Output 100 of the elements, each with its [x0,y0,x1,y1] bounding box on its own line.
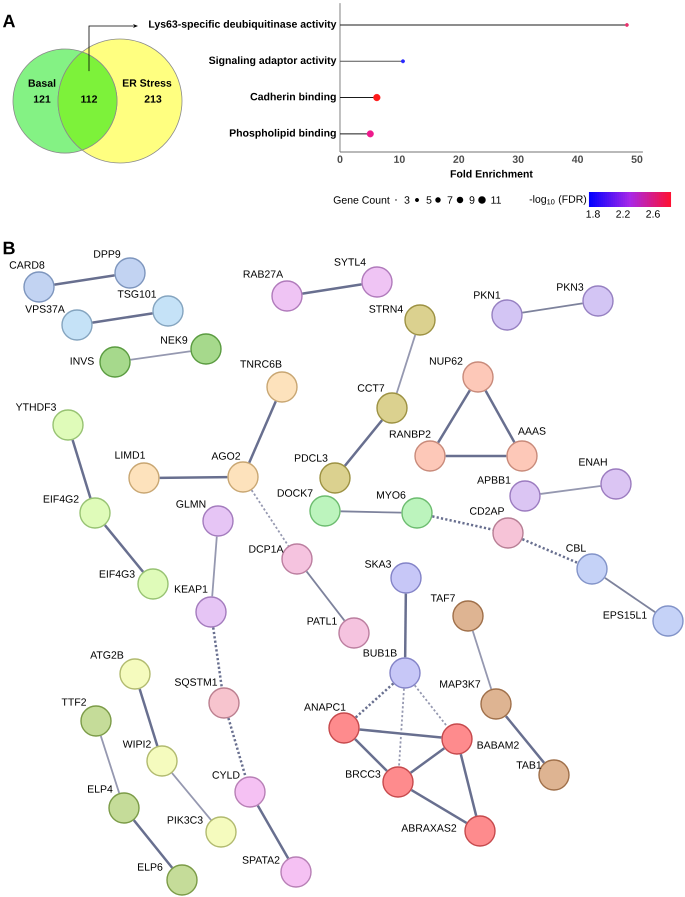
connector [522,538,578,564]
connector [306,570,346,622]
node-label: NUP62 [430,357,462,365]
node-label: ANAPC1 [304,703,346,711]
connector [104,524,144,573]
legend-label: 7 [448,196,452,204]
connector [138,688,159,746]
connector [414,684,448,728]
scale-tick-label: 2.6 [646,210,660,218]
panel-letter: B [4,242,15,254]
count-label: 121 [34,95,50,103]
node-label: PKN3 [557,283,584,291]
node-label: TTF2 [62,698,86,706]
node-label: ENAH [579,458,607,466]
connector [227,718,247,778]
node-label: MAP3K7 [440,680,480,688]
node-label: ATG2B [90,651,124,659]
node-label: RANBP2 [390,430,430,438]
node-label: TAF7 [430,594,455,602]
node-label: LIMD1 [115,451,145,459]
node-label: RAB27A [244,270,284,278]
node-label: SQSTM1 [174,678,218,688]
connector [437,390,471,444]
node-label: MYO6 [376,491,406,499]
node-label: YTHDF3 [16,403,56,411]
connector [522,302,583,314]
x-tick-label: 20 [453,156,464,163]
node-label: TSG101 [118,290,156,298]
node-label: SKA3 [365,560,391,568]
legend-label: 3 [404,196,410,204]
connector [212,627,224,688]
y-tick-label: Lys63-specific deubiquitinase activity [149,20,336,30]
connector [92,312,153,324]
scale-tick-label: 1.8 [586,210,600,218]
node-label: CD2AP [470,507,504,515]
node-label: SYTL4 [334,258,366,266]
connector [460,754,478,816]
x-tick-label: 30 [512,156,524,163]
node-label: CCT7 [358,384,384,392]
node-label: TAB1 [516,761,542,769]
node-label: INVS [70,357,94,365]
connector [410,747,446,774]
scale-tick-label: 2.2 [616,210,630,218]
x-tick-label: 10 [394,156,405,163]
node-label: ELP4 [88,785,113,793]
node-label: BABAM2 [478,741,519,749]
connector [100,736,120,794]
connector [446,454,506,458]
node-label: AAAS [518,427,546,435]
set-label: ER Stress [122,79,172,87]
legend-label: 11 [491,196,501,204]
x-axis-title: Fold Enrichment [450,170,533,178]
legend-label: 9 [470,196,474,204]
set-label: Basal [28,79,56,87]
connector [211,536,218,596]
connector [540,485,601,495]
node-label: CBL [566,544,586,552]
connector [504,715,546,764]
x-tick-label: 0 [337,156,342,163]
node-label: WIPI2 [122,740,151,748]
y-tick-label: Cadherin binding [250,92,336,102]
point [400,59,405,64]
node-label: CARD8 [10,261,44,269]
node-label: DPP9 [94,250,120,258]
node-label: PDCL3 [294,454,328,462]
connector [248,400,277,464]
point [366,130,374,138]
connector [410,788,468,824]
connector [54,274,115,286]
x-tick-label: 40 [572,156,583,163]
y-tick-label: Signaling adaptor activity [208,56,336,66]
connector [472,630,492,690]
node-label: SPATA2 [242,856,280,864]
node-label: DOCK7 [278,489,313,497]
node-label: DCP1A [249,545,284,553]
node-label: GLMN [176,500,206,508]
legend-title: -log$_{10}$ (FDR) [530,195,586,205]
node-label: PATL1 [308,617,337,625]
y-tick-label: Phospholipid binding [230,128,336,139]
connector [396,334,416,394]
node-label: VPS37A [25,305,65,313]
connector [360,728,442,739]
connector [171,772,212,820]
node-label: BUB1B [364,649,397,657]
connector [404,594,408,658]
node-label: APBB1 [477,476,510,484]
panel-letter: A [2,14,16,28]
node-label: EPS15L1 [604,611,647,619]
node-label: AGO2 [211,452,240,460]
node-label: ABRAXAS2 [401,824,456,832]
legend-title: Gene Count [334,196,390,204]
x-tick-label: 50 [631,156,642,163]
node-label: EIF4G2 [44,495,79,503]
node-label: PIK3C3 [168,816,203,824]
connector [302,283,362,295]
node-label: CYLD [212,771,240,779]
node-label: ELP6 [138,863,162,871]
connector [604,577,656,613]
count-label: 213 [144,95,162,103]
count-label: 112 [81,95,98,103]
